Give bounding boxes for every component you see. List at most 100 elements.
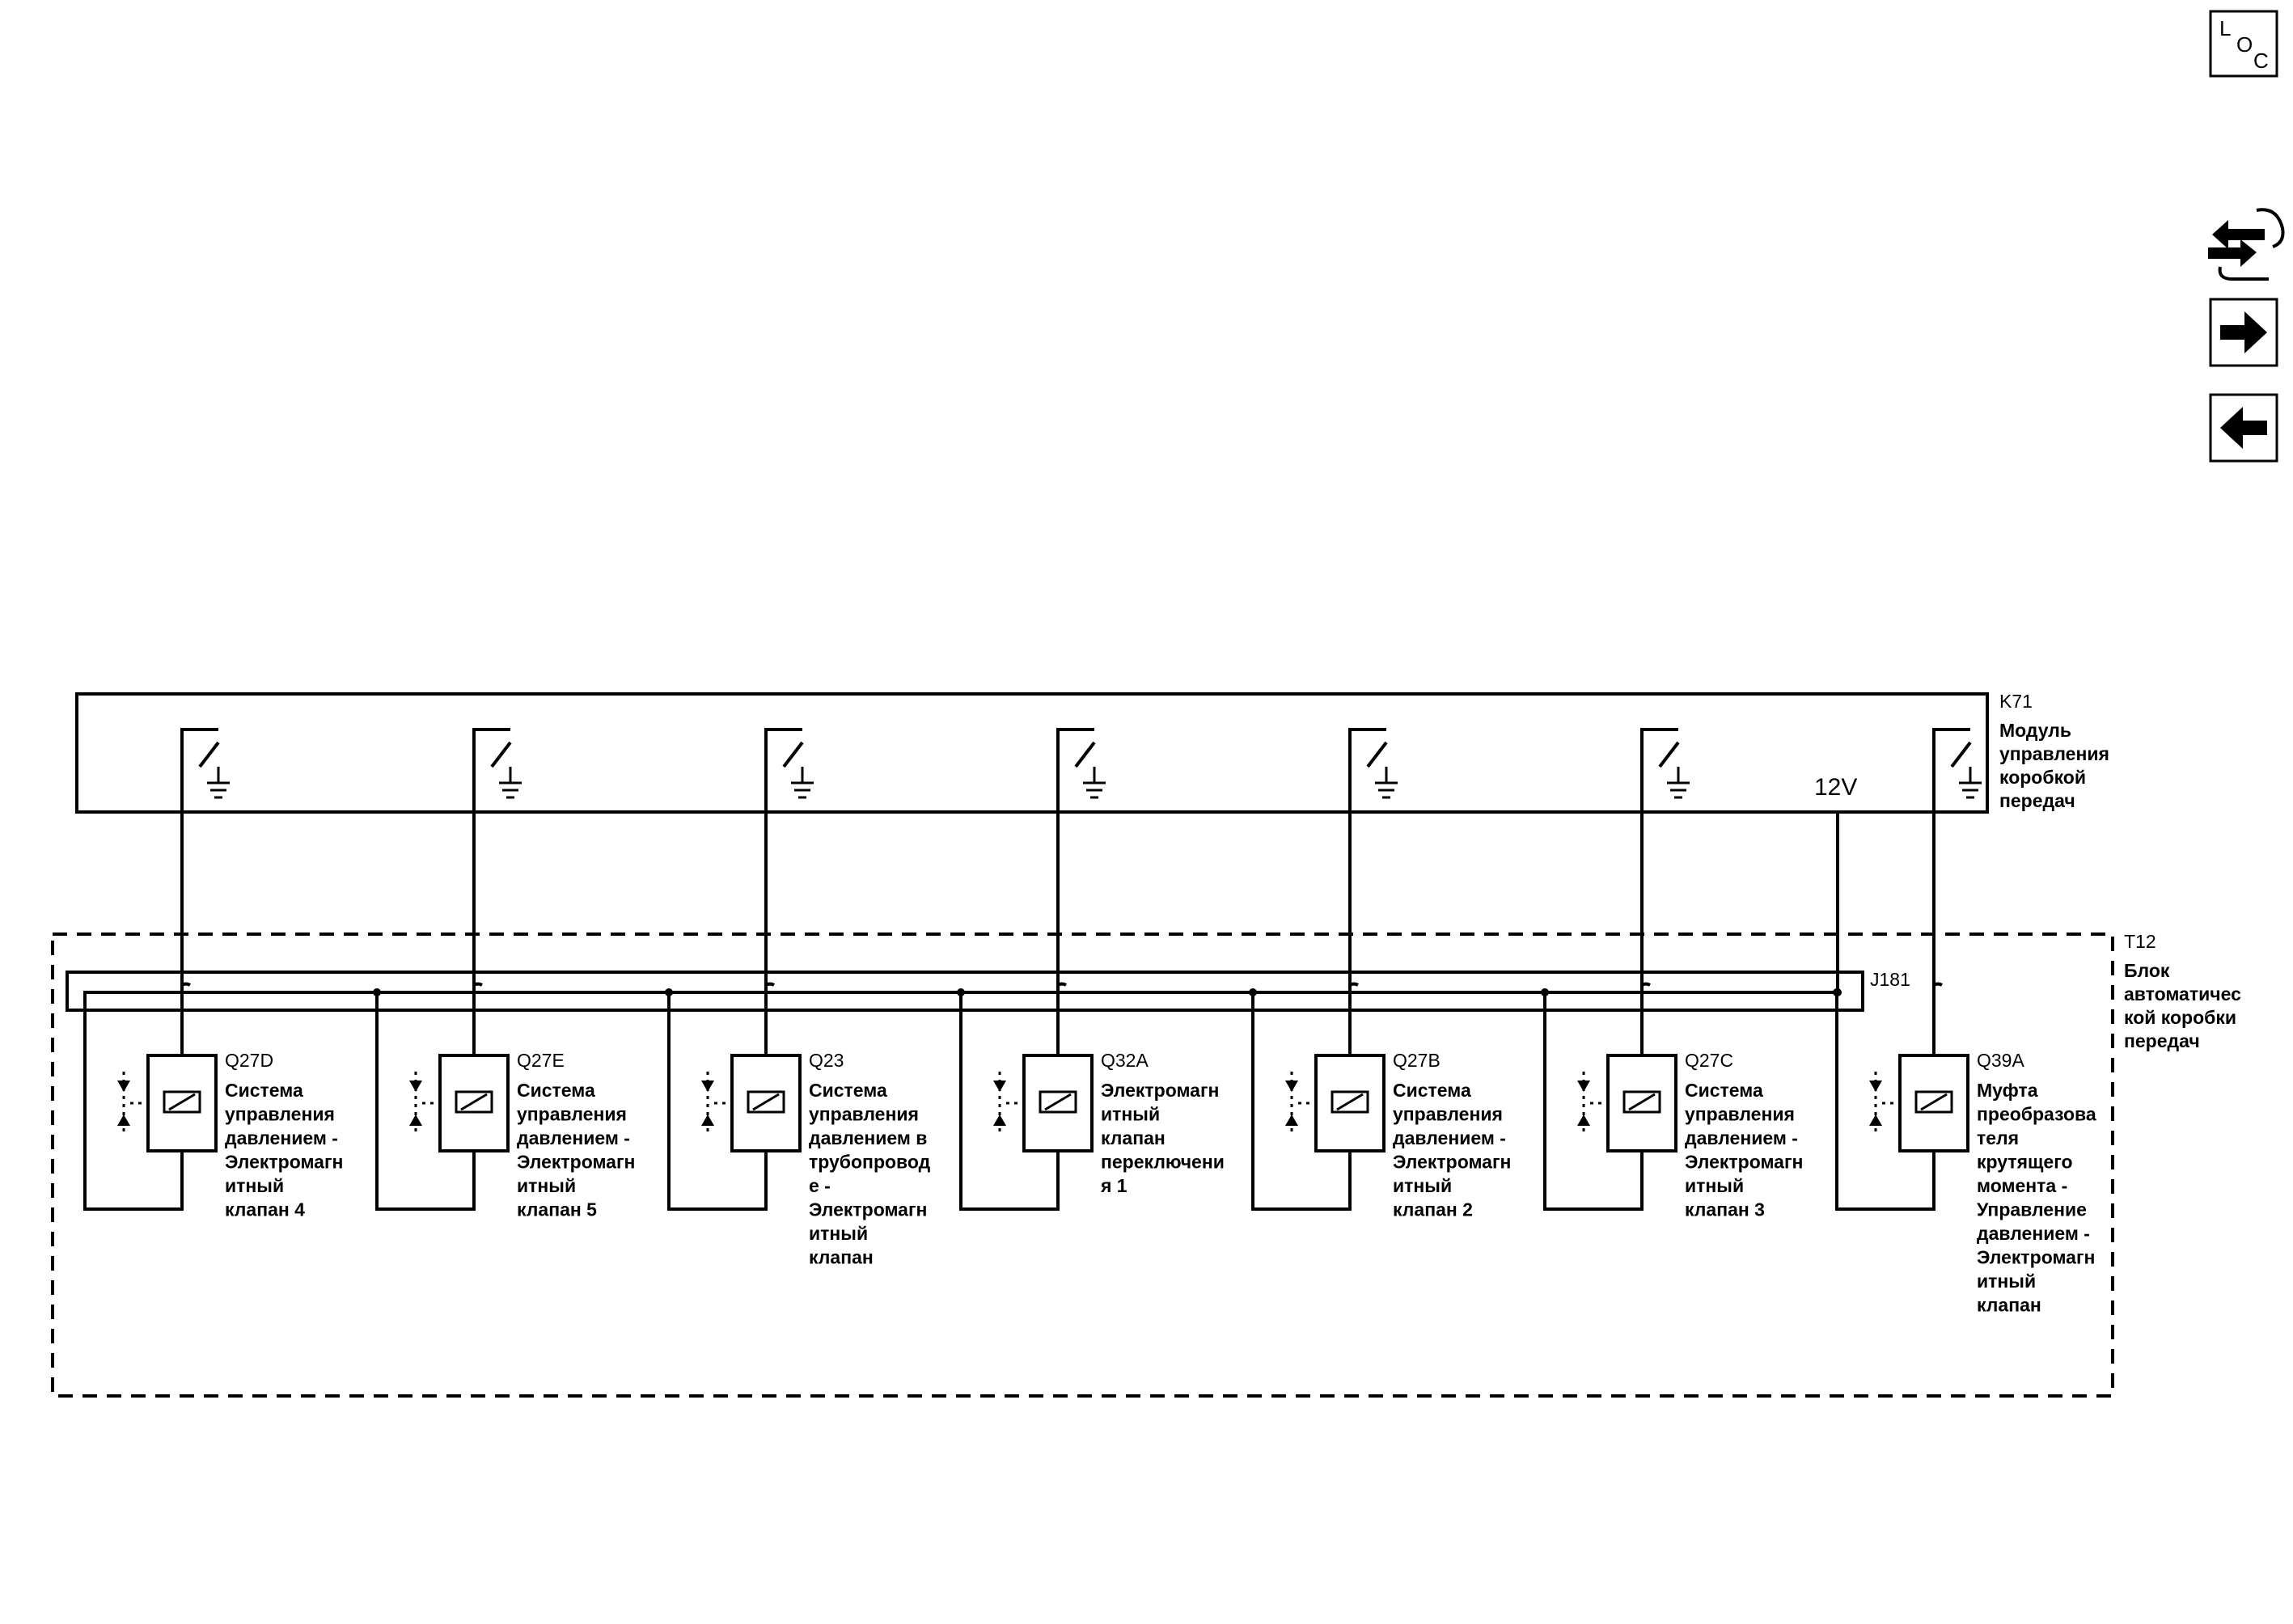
driver-switch-1 <box>472 728 512 812</box>
coil-slash-6 <box>1920 1093 1948 1111</box>
solenoid-label-1-5: клапан 5 <box>517 1199 597 1220</box>
valve-icon-3 <box>993 1081 1006 1126</box>
component-view-button[interactable] <box>2208 208 2285 281</box>
solenoid-label-1-3: Электромагн <box>517 1152 635 1173</box>
solenoid-label-4-1: управления <box>1393 1104 1503 1125</box>
driver-switch-4 <box>1348 728 1388 812</box>
junction-dot-3 <box>957 988 965 996</box>
next-page-button[interactable] <box>2209 298 2278 367</box>
unit-name-1: Блок <box>2124 960 2170 981</box>
module-code: K71 <box>1999 691 2033 712</box>
solenoid-code-4: Q27B <box>1393 1050 1441 1071</box>
coil-slash-4 <box>1336 1093 1364 1111</box>
supply-voltage-label: 12V <box>1814 774 1857 801</box>
coil-icon-1 <box>455 1090 493 1114</box>
coil-icon-6 <box>1914 1090 1953 1114</box>
solenoid-label-2-0: Система <box>809 1080 887 1101</box>
solenoid-label-0-0: Система <box>225 1080 303 1101</box>
ground-icon-1 <box>499 767 522 799</box>
loc-icon: L O C <box>2219 16 2269 73</box>
coil-slash-0 <box>168 1093 196 1111</box>
unit-t12-boundary <box>51 933 2114 1398</box>
solenoid-label-4-5: клапан 2 <box>1393 1199 1473 1220</box>
solenoid-label-4-3: Электромагн <box>1393 1152 1511 1173</box>
solenoid-label-3-1: итный <box>1101 1104 1160 1125</box>
return-wire-4 <box>1251 992 1352 1211</box>
solenoid-label-5-0: Система <box>1685 1080 1763 1101</box>
solenoid-label-2-1: управления <box>809 1104 919 1125</box>
valve-icon-6 <box>1869 1081 1882 1126</box>
ground-icon-3 <box>1083 767 1106 799</box>
solenoid-label-6-6: давлением - <box>1977 1223 2090 1244</box>
return-wire-3 <box>959 992 1060 1211</box>
solenoid-label-0-2: давлением - <box>225 1127 338 1148</box>
return-wire-6 <box>1835 992 1936 1211</box>
solenoid-label-6-9: клапан <box>1977 1295 2041 1316</box>
valve-icon-1 <box>409 1081 422 1126</box>
return-wire-5 <box>1543 992 1644 1211</box>
ground-icon-6 <box>1959 767 1982 799</box>
driver-switch-5 <box>1640 728 1680 812</box>
solenoid-label-6-7: Электромагн <box>1977 1247 2095 1268</box>
valve-icon-5 <box>1577 1081 1590 1126</box>
unit-name-4: передач <box>2124 1030 2200 1051</box>
supply-junction-dot <box>1834 988 1842 996</box>
solenoid-label-2-6: итный <box>809 1223 868 1244</box>
ground-icon-2 <box>791 767 814 799</box>
solenoid-code-2: Q23 <box>809 1050 844 1071</box>
solenoid-label-5-4: итный <box>1685 1175 1744 1196</box>
loc-button[interactable]: L O C <box>2209 10 2278 78</box>
coil-slash-5 <box>1628 1093 1656 1111</box>
solenoid-code-0: Q27D <box>225 1050 273 1071</box>
solenoid-label-5-2: давлением - <box>1685 1127 1798 1148</box>
solenoid-label-3-3: переключени <box>1101 1152 1225 1173</box>
coil-slash-3 <box>1044 1093 1072 1111</box>
solenoid-label-0-4: итный <box>225 1175 284 1196</box>
valve-icon-0 <box>117 1081 130 1126</box>
solenoid-label-6-3: крутящего <box>1977 1152 2073 1173</box>
driver-switch-6 <box>1932 728 1972 812</box>
solenoid-code-1: Q27E <box>517 1050 565 1071</box>
junction-dot-5 <box>1541 988 1549 996</box>
coil-slash-2 <box>752 1093 780 1111</box>
coil-icon-2 <box>747 1090 785 1114</box>
solenoid-label-2-4: е - <box>809 1175 831 1196</box>
solenoid-code-5: Q27C <box>1685 1050 1733 1071</box>
coil-icon-5 <box>1622 1090 1661 1114</box>
signal-wire-0 <box>180 812 191 1055</box>
coil-slash-1 <box>460 1093 488 1111</box>
solenoid-label-3-2: клапан <box>1101 1127 1166 1148</box>
solenoid-label-2-7: клапан <box>809 1247 874 1268</box>
coil-icon-3 <box>1039 1090 1077 1114</box>
signal-wire-1 <box>472 812 483 1055</box>
loc-letter-c: C <box>2253 49 2269 73</box>
module-name-2: управления <box>1999 743 2109 764</box>
signal-wire-4 <box>1348 812 1359 1055</box>
signal-wire-6 <box>1932 812 1943 1055</box>
module-name-1: Модуль <box>1999 720 2071 741</box>
loc-letter-o: O <box>2236 32 2253 57</box>
driver-switch-0 <box>180 728 220 812</box>
unit-name-3: кой коробки <box>2124 1007 2236 1028</box>
return-wire-2 <box>667 992 768 1211</box>
ground-icon-5 <box>1667 767 1690 799</box>
module-name-4: передач <box>1999 790 2075 811</box>
solenoid-label-6-1: преобразова <box>1977 1104 2096 1125</box>
solenoid-label-4-4: итный <box>1393 1175 1452 1196</box>
loc-letter-l: L <box>2219 16 2231 40</box>
solenoid-label-6-4: момента - <box>1977 1175 2067 1196</box>
solenoid-label-1-4: итный <box>517 1175 576 1196</box>
driver-switch-2 <box>764 728 804 812</box>
solenoid-label-0-1: управления <box>225 1104 335 1125</box>
solenoid-label-1-2: давлением - <box>517 1127 630 1148</box>
solenoid-label-6-5: Управление <box>1977 1199 2087 1220</box>
return-wire-1 <box>375 992 476 1211</box>
solenoid-label-1-1: управления <box>517 1104 627 1125</box>
junction-dot-4 <box>1249 988 1257 996</box>
driver-switch-3 <box>1056 728 1096 812</box>
previous-page-button[interactable] <box>2209 393 2278 463</box>
module-name-3: коробкой <box>1999 767 2086 788</box>
solenoid-label-0-3: Электромагн <box>225 1152 343 1173</box>
solenoid-label-6-8: итный <box>1977 1271 2036 1292</box>
